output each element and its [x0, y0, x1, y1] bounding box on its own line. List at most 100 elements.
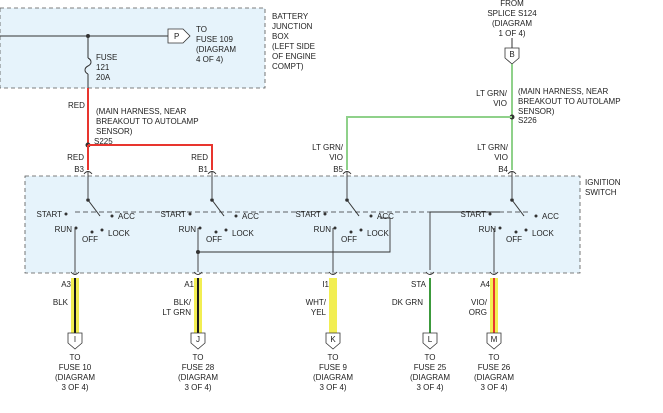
destination-connector-flag — [422, 332, 438, 350]
splice-s225-label: S225 — [94, 137, 113, 146]
switch-blade — [511, 199, 525, 217]
destination-label-line: 3 OF 4) — [184, 383, 211, 392]
lock-contact — [224, 228, 228, 232]
start-contact — [488, 212, 492, 216]
top-pin-wire-label: VIO — [494, 153, 508, 162]
run-contact — [198, 226, 202, 230]
ignition-switch-box — [24, 175, 581, 274]
destination-connector-flag — [67, 332, 83, 350]
destination-label-line: (DIAGRAM — [55, 373, 95, 382]
destination-connector-flag — [486, 332, 502, 350]
destination-label-line: 3 OF 4) — [416, 383, 443, 392]
run-label: RUN — [55, 225, 73, 234]
destination-connector-letter: M — [491, 335, 498, 344]
fuse-label-line: FUSE — [96, 53, 117, 62]
red-wire-branch — [88, 144, 213, 170]
fuse-to-label: TO FUSE 109 (DIAGRAM 4 OF 4) — [196, 25, 236, 64]
switch-blade — [211, 199, 225, 217]
connector-terminal-mark — [70, 271, 80, 275]
battery-box-line: (LEFT SIDE — [272, 42, 315, 51]
run-label: RUN — [314, 225, 332, 234]
internal-jumper-sta — [429, 211, 500, 270]
from-splice-line: SPLICE S124 — [487, 9, 537, 18]
red-wire-label: RED — [68, 101, 85, 110]
off-contact — [214, 230, 218, 234]
destination-label-line: (DIAGRAM — [410, 373, 450, 382]
destination-connector-letter: I — [74, 335, 76, 344]
harness-note-line: (MAIN HARNESS, NEAR — [96, 107, 186, 116]
destination-label-line: TO — [425, 353, 436, 362]
battery-box-line: COMPT) — [272, 62, 304, 71]
start-label: START — [461, 210, 487, 219]
from-splice-label: FROM SPLICE S124 (DIAGRAM 1 OF 4) — [487, 0, 537, 38]
connector-terminal-mark — [193, 271, 203, 275]
destination-label-line: TO — [70, 353, 81, 362]
battery-box-line: BOX — [272, 32, 290, 41]
jumper-junction-dot — [196, 250, 200, 254]
bottom-pin-number: STA — [411, 280, 427, 289]
connector-b-flag — [504, 47, 520, 65]
internal-jumper-a1 — [198, 217, 391, 253]
destination-connector-letter: J — [196, 335, 200, 344]
bottom-pin-wire-label: LT GRN — [162, 308, 191, 317]
destination-label-line: (DIAGRAM — [178, 373, 218, 382]
off-label: OFF — [82, 235, 98, 244]
start-contact — [323, 212, 327, 216]
run-contact — [333, 226, 337, 230]
harness-note-left: (MAIN HARNESS, NEAR BREAKOUT TO AUTOLAMP… — [96, 107, 199, 136]
lock-contact — [100, 228, 104, 232]
switch-blade — [346, 199, 360, 217]
top-pin-number: B4 — [498, 165, 508, 174]
top-pin-wire-label: LT GRN/ — [312, 143, 344, 152]
run-label: RUN — [479, 225, 497, 234]
acc-label: ACC — [118, 212, 135, 221]
fuse-label: FUSE 121 20A — [96, 53, 117, 82]
lock-label: LOCK — [232, 229, 254, 238]
start-label: START — [161, 210, 187, 219]
acc-contact — [234, 214, 238, 218]
acc-label: ACC — [377, 212, 394, 221]
battery-box-line: BATTERY — [272, 12, 309, 21]
lock-label: LOCK — [367, 229, 389, 238]
bottom-pin-wire-label: ORG — [469, 308, 487, 317]
fuse-to-line: 4 OF 4) — [196, 55, 223, 64]
off-contact — [514, 230, 518, 234]
from-splice-line: FROM — [500, 0, 524, 8]
bottom-pin-number: A1 — [184, 280, 194, 289]
bottom-pin-wire-label: VIO/ — [471, 298, 488, 307]
destination-connector-flag — [190, 332, 206, 350]
ltgrn-vio-line: LT GRN/ — [476, 89, 508, 98]
ltgrn-vio-line: VIO — [493, 99, 507, 108]
destination-label-line: FUSE 9 — [319, 363, 348, 372]
start-label: START — [37, 210, 63, 219]
off-contact — [90, 230, 94, 234]
fuse-label-line: 121 — [96, 63, 110, 72]
off-label: OFF — [341, 235, 357, 244]
acc-label: ACC — [242, 212, 259, 221]
harness-note-line: (MAIN HARNESS, NEAR — [518, 87, 608, 96]
off-label: OFF — [206, 235, 222, 244]
destination-connector-letter: L — [428, 335, 433, 344]
battery-box-label: BATTERY JUNCTION BOX (LEFT SIDE OF ENGIN… — [272, 12, 316, 71]
fuse-symbol — [84, 57, 92, 75]
acc-contact — [534, 214, 538, 218]
connector-terminal-mark — [83, 171, 93, 175]
bus-junction-dot — [86, 34, 90, 38]
connector-terminal-mark — [489, 271, 499, 275]
destination-label-line: FUSE 10 — [59, 363, 92, 372]
fuse-label-line: 20A — [96, 73, 111, 82]
acc-contact — [110, 214, 114, 218]
destination-connector-flag — [325, 332, 341, 350]
top-pin-number: B1 — [198, 165, 208, 174]
from-splice-line: (DIAGRAM — [492, 19, 532, 28]
destination-label-line: 3 OF 4) — [319, 383, 346, 392]
acc-contact — [369, 214, 373, 218]
off-contact — [349, 230, 353, 234]
bottom-pin-wire-label: DK GRN — [392, 298, 423, 307]
battery-box-line: OF ENGINE — [272, 52, 316, 61]
